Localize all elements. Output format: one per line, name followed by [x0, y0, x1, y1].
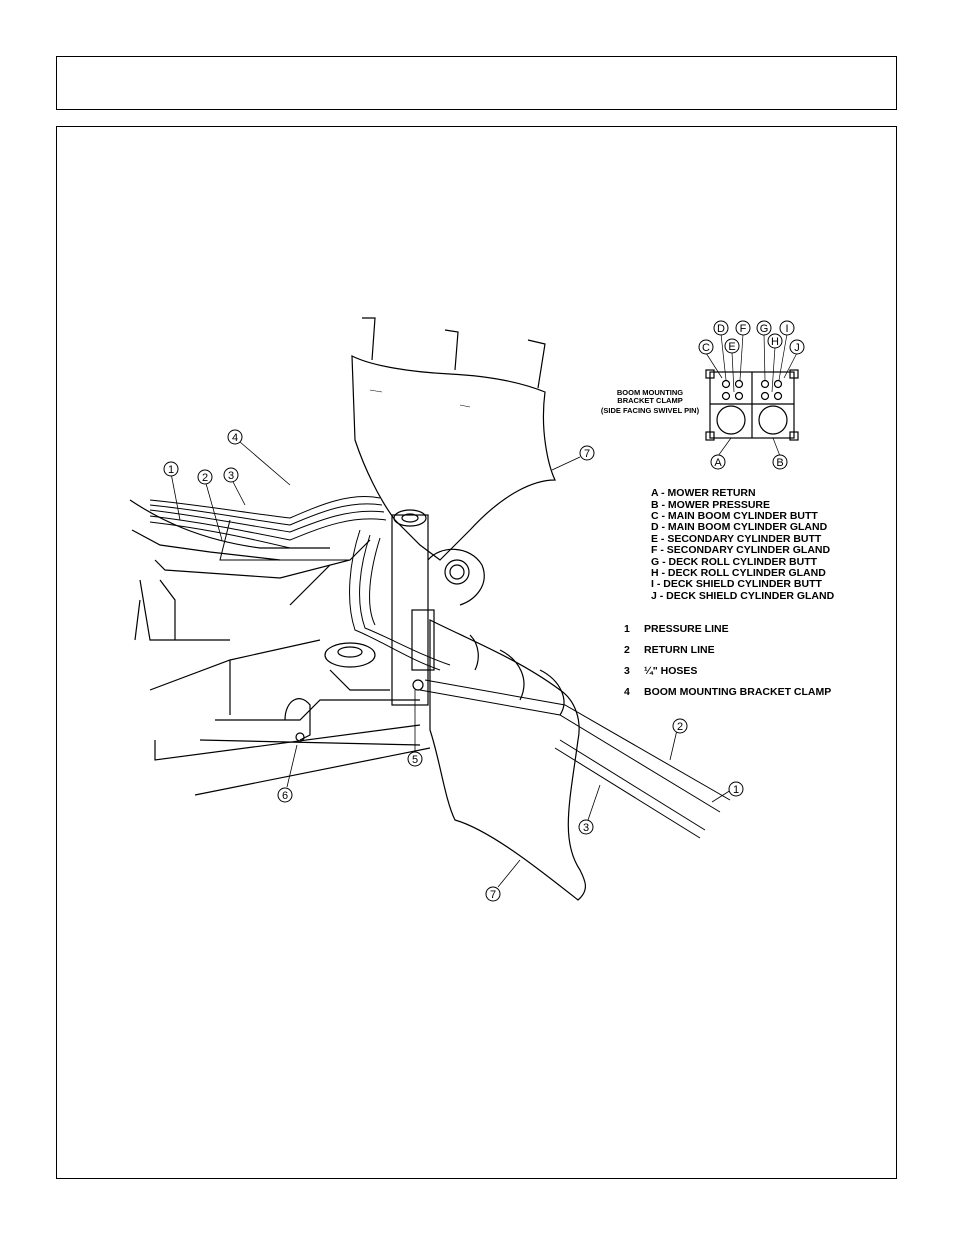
port-letter-g: G	[760, 323, 769, 335]
header-box	[56, 56, 897, 110]
clamp-caption-line2: BRACKET CLAMP	[617, 396, 682, 405]
callout-3-right: 3	[583, 822, 589, 834]
callout-2-right: 2	[677, 721, 683, 733]
callout-leaders	[170, 441, 732, 888]
callout-3: 3	[228, 470, 234, 482]
port-letter-c: C	[702, 342, 710, 354]
callout-markers: 1 2 3 4 5 6 7 1 2 3 7	[163, 429, 744, 902]
callout-7-upper: 7	[584, 448, 590, 460]
port-letter-a: A	[714, 457, 722, 469]
boom-frame	[129, 499, 431, 796]
upper-hose-shield	[351, 317, 556, 561]
callout-1-right: 1	[733, 784, 739, 796]
clamp-block	[705, 333, 799, 457]
lower-hose-shield	[411, 609, 586, 901]
clamp-detail: BOOM MOUNTING BRACKET CLAMP (SIDE FACING…	[601, 320, 805, 470]
swivel-pivot	[324, 509, 485, 706]
frame-clamp	[284, 698, 311, 742]
part-legend: 1 PRESSURE LINE 2 RETURN LINE 3 ¼" HOSES…	[624, 623, 831, 698]
port-letter-d: D	[717, 323, 725, 335]
port-legend-e: E - SECONDARY CYLINDER BUTT	[651, 533, 822, 545]
port-legend-d: D - MAIN BOOM CYLINDER GLAND	[651, 521, 828, 533]
part-legend-num-2: 2	[624, 644, 630, 656]
mechanical-drawing	[129, 317, 732, 901]
callout-1: 1	[168, 464, 174, 476]
port-letter-h: H	[771, 336, 779, 348]
part-legend-label-3: ¼" HOSES	[644, 665, 697, 677]
figure-frame	[56, 126, 897, 1179]
port-letter-e: E	[728, 341, 735, 353]
callout-5: 5	[412, 754, 418, 766]
callout-4: 4	[232, 432, 238, 444]
port-legend-g: G - DECK ROLL CYLINDER BUTT	[651, 556, 818, 568]
port-legend-a: A - MOWER RETURN	[651, 487, 756, 499]
callout-7-lower: 7	[490, 889, 496, 901]
part-legend-label-4: BOOM MOUNTING BRACKET CLAMP	[644, 686, 831, 698]
part-legend-num-3: 3	[624, 665, 630, 677]
port-letter-b: B	[776, 457, 783, 469]
port-legend-j: J - DECK SHIELD CYLINDER GLAND	[651, 590, 835, 602]
part-legend-label-1: PRESSURE LINE	[644, 623, 729, 635]
port-legend-f: F - SECONDARY CYLINDER GLAND	[651, 544, 831, 556]
port-legend: A - MOWER RETURN B - MOWER PRESSURE C - …	[651, 487, 835, 602]
hose-bundle	[149, 496, 387, 561]
callout-2: 2	[202, 472, 208, 484]
routed-lines	[349, 529, 731, 839]
port-letter-f: F	[740, 323, 747, 335]
port-letter-i: I	[785, 323, 788, 335]
clamp-caption-line1: BOOM MOUNTING	[617, 388, 683, 397]
part-legend-label-2: RETURN LINE	[644, 644, 715, 656]
part-legend-num-1: 1	[624, 623, 630, 635]
port-legend-i: I - DECK SHIELD CYLINDER BUTT	[651, 578, 823, 590]
clamp-caption-line3: (SIDE FACING SWIVEL PIN)	[601, 406, 700, 415]
port-legend-b: B - MOWER PRESSURE	[651, 499, 770, 511]
port-letter-j: J	[794, 342, 800, 354]
port-legend-c: C - MAIN BOOM CYLINDER BUTT	[651, 510, 818, 522]
port-legend-h: H - DECK ROLL CYLINDER GLAND	[651, 567, 826, 579]
callout-6: 6	[282, 790, 288, 802]
part-legend-num-4: 4	[624, 686, 630, 698]
